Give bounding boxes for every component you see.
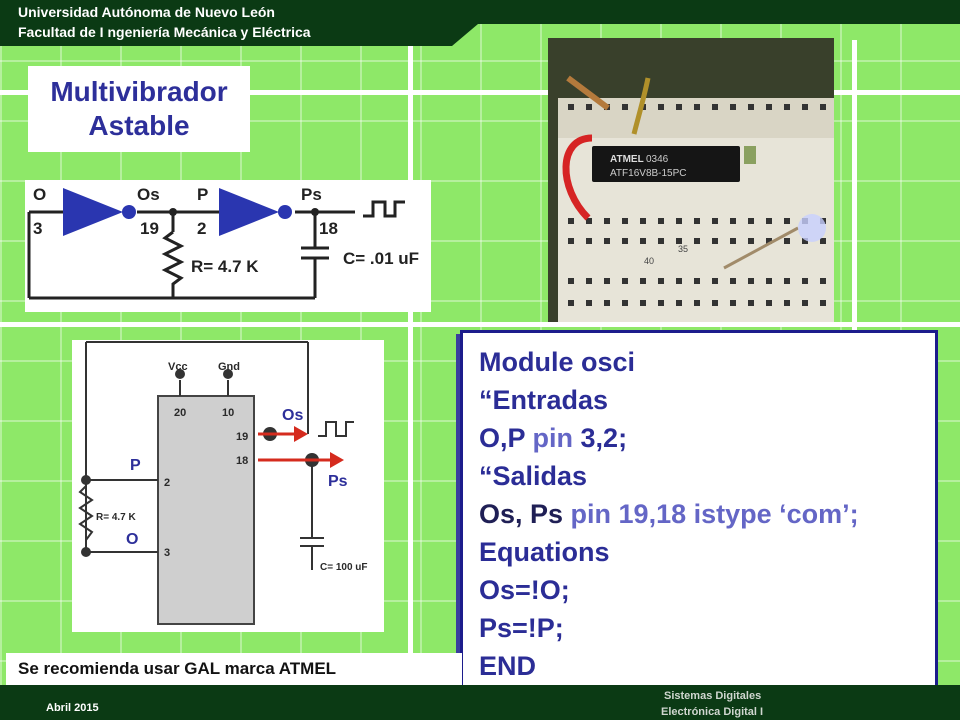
schematic-label: Os: [137, 185, 160, 204]
ground-label: Gnd: [218, 361, 240, 373]
input-label: O: [126, 531, 138, 548]
footer-bar: Abril 2015 Sistemas Digitales Electrónic…: [0, 685, 960, 720]
breadboard-photo: ATMEL 0346 ATF16V8B-15PC 40 35: [548, 38, 834, 322]
pin-number: 20: [174, 407, 186, 419]
header-bar: Universidad Autónoma de Nuevo León Facul…: [0, 0, 960, 46]
row-number: 35: [678, 244, 688, 254]
code-text: O,P: [479, 423, 533, 453]
code-text: Ps=!P;: [479, 613, 564, 643]
schematic-pin: 19: [140, 219, 159, 238]
row-number: 40: [644, 256, 654, 266]
code-keyword: pin: [532, 423, 574, 453]
schematic-label: P: [197, 185, 208, 204]
output-label: Ps: [328, 473, 348, 490]
schematic-pin: 18: [319, 219, 338, 238]
pin-number: 18: [236, 455, 248, 467]
astable-schematic-drawing: O 3 Os 19 P 2 Ps 18 R= 4.7 K C= .01 uF: [27, 185, 419, 300]
code-text: 3,2;: [573, 423, 628, 453]
background-line: [0, 322, 960, 327]
chip-brand: ATMEL: [610, 154, 644, 165]
code-line: “Salidas: [479, 457, 935, 495]
header-shape: [0, 0, 960, 46]
footer-date: Abril 2015: [46, 702, 99, 714]
course-name: Electrónica Digital I: [661, 706, 764, 718]
schematic-pin: 3: [33, 219, 42, 238]
pin-number: 10: [222, 407, 234, 419]
code-line: Equations: [479, 533, 935, 571]
code-line: Os, Ps pin 19,18 istype ‘com’;: [479, 495, 935, 533]
code-line: Ps=!P;: [479, 609, 935, 647]
capacitor-label: C= 100 uF: [320, 562, 368, 573]
code-text: “Entradas: [479, 385, 609, 415]
power-label: Vcc: [168, 361, 188, 373]
gal-schematic: Vcc Gnd 20 10 19 18 2 3 R= 4.7 K C= 100 …: [72, 340, 384, 632]
code-text: END: [479, 651, 537, 681]
pin-number: 19: [236, 431, 248, 443]
code-line: END: [479, 647, 935, 685]
schematic-label: O: [33, 185, 46, 204]
code-text: “Salidas: [479, 461, 588, 491]
chip-code: ATF16V8B-15PC: [610, 168, 687, 179]
abel-code-box: Module osci “Entradas O,P pin 3,2; “Sali…: [460, 330, 938, 690]
gal-chip-body: [157, 395, 255, 625]
pin-number: 2: [164, 477, 170, 489]
background-line: [408, 40, 413, 680]
input-label: P: [130, 457, 141, 474]
course-name: Sistemas Digitales: [664, 690, 762, 702]
arrow-icon: [330, 452, 344, 468]
gal-chip: [592, 146, 740, 182]
code-line: Module osci: [479, 343, 935, 381]
capacitor-label: C= .01 uF: [343, 249, 419, 268]
arrow-icon: [294, 426, 308, 442]
code-text: Os=!O;: [479, 575, 570, 605]
code-text: Equations: [479, 537, 610, 567]
faculty-name: Facultad de I ngeniería Mecánica y Eléct…: [18, 24, 311, 40]
code-line: “Entradas: [479, 381, 935, 419]
slide-title: Multivibrador Astable: [28, 66, 250, 152]
inverter-icon: [219, 188, 279, 236]
title-line-2: Astable: [88, 110, 190, 141]
code-line: O,P pin 3,2;: [479, 419, 935, 457]
inverter-icon: [63, 188, 123, 236]
astable-schematic: O 3 Os 19 P 2 Ps 18 R= 4.7 K C= .01 uF: [25, 180, 431, 312]
code-keyword: pin 19,18 istype ‘com’;: [570, 499, 859, 529]
schematic-pin: 2: [197, 219, 206, 238]
code-text: Module osci: [479, 347, 636, 377]
output-label: Os: [282, 407, 303, 424]
recommendation-note: Se recomienda usar GAL marca ATMEL: [6, 653, 462, 685]
breadboard-illustration: ATMEL 0346 ATF16V8B-15PC 40 35: [548, 38, 834, 322]
university-name: Universidad Autónoma de Nuevo León: [18, 4, 275, 20]
resistor-label: R= 4.7 K: [191, 257, 259, 276]
chip-code: 0346: [646, 154, 669, 165]
code-line: Os=!O;: [479, 571, 935, 609]
code-text: Os, Ps: [479, 499, 571, 529]
pin-number: 3: [164, 547, 170, 559]
resistor-label: R= 4.7 K: [96, 512, 137, 523]
background-line: [0, 90, 960, 95]
title-line-1: Multivibrador: [50, 76, 228, 107]
schematic-label: Ps: [301, 185, 322, 204]
gal-schematic-drawing: Vcc Gnd 20 10 19 18 2 3 R= 4.7 K C= 100 …: [78, 341, 368, 625]
